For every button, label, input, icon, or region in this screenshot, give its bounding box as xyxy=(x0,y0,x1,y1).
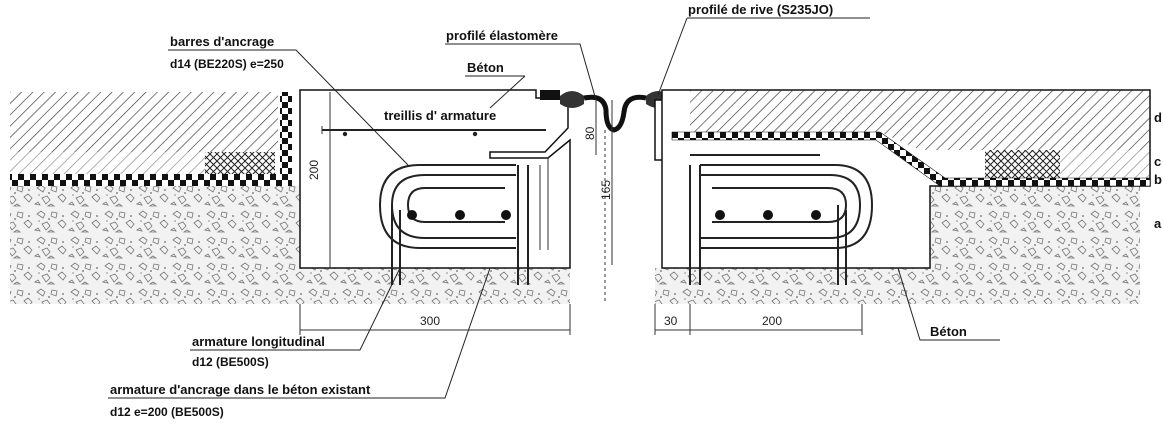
right-side xyxy=(655,89,1151,304)
dim-200-vertical: 200 xyxy=(307,160,321,180)
dimension-lines: 200 80 165 300 30 200 xyxy=(299,92,863,335)
elastomer-profile xyxy=(583,94,647,133)
label-concrete-top: Béton xyxy=(467,60,504,75)
dim-80: 80 xyxy=(583,126,597,140)
left-middle-layer xyxy=(10,152,205,174)
left-dark-cap xyxy=(540,90,560,100)
right-crosshatch-block xyxy=(985,150,1060,178)
left-edge-membrane xyxy=(280,92,292,174)
right-membrane xyxy=(671,131,1151,187)
layer-d: d xyxy=(1154,110,1162,125)
dim-300: 300 xyxy=(420,314,440,328)
label-longitudinal-title: armature longitudinal xyxy=(192,334,325,349)
joint-profile xyxy=(560,91,673,161)
dim-200-horizontal: 200 xyxy=(762,314,782,328)
left-membrane xyxy=(10,174,292,186)
right-longitudinal-bar-2 xyxy=(763,210,773,220)
label-anchoring-spec: d12 e=200 (BE500S) xyxy=(110,405,224,419)
layer-c: c xyxy=(1154,154,1161,169)
label-concrete-right: Béton xyxy=(930,324,967,339)
label-edge-profile: profilé de rive (S235JO) xyxy=(688,2,833,17)
anchoring-bar-left xyxy=(391,205,401,285)
left-gravel-bottom xyxy=(300,268,570,304)
left-edge-profile xyxy=(560,91,584,108)
left-subgrade xyxy=(10,186,300,304)
left-concrete-block xyxy=(299,89,571,269)
anchoring-bar-right xyxy=(517,165,529,285)
label-anchoring-title: armature d'ancrage dans le béton existan… xyxy=(110,382,371,397)
label-longitudinal-spec: d12 (BE500S) xyxy=(192,355,269,369)
right-longitudinal-bar-1 xyxy=(715,210,725,220)
right-gravel-bottom xyxy=(655,268,940,304)
right-subgrade xyxy=(930,186,1140,304)
label-anchor-bars-title: barres d'ancrage xyxy=(170,34,274,49)
longitudinal-bar-3 xyxy=(501,210,511,220)
left-asphalt-layer xyxy=(10,92,278,152)
left-side xyxy=(10,89,571,304)
label-elastomer-profile: profilé élastomère xyxy=(446,28,558,43)
layer-a: a xyxy=(1154,216,1162,231)
dim-30: 30 xyxy=(664,314,678,328)
anchor-bar-outer xyxy=(378,164,516,249)
leader-lines xyxy=(108,17,1000,399)
right-asphalt-layer xyxy=(690,90,1150,150)
right-longitudinal-bar-3 xyxy=(811,210,821,220)
left-crosshatch-block xyxy=(205,152,275,174)
longitudinal-bar-2 xyxy=(455,210,465,220)
dim-165: 165 xyxy=(599,180,613,200)
right-anchor-bar-outer xyxy=(700,164,874,249)
layer-b: b xyxy=(1154,172,1162,187)
label-anchor-bars-spec: d14 (BE220S) e=250 xyxy=(170,57,284,71)
label-reinforcement-mesh: treillis d' armature xyxy=(384,108,496,123)
longitudinal-bar-1 xyxy=(407,210,417,220)
